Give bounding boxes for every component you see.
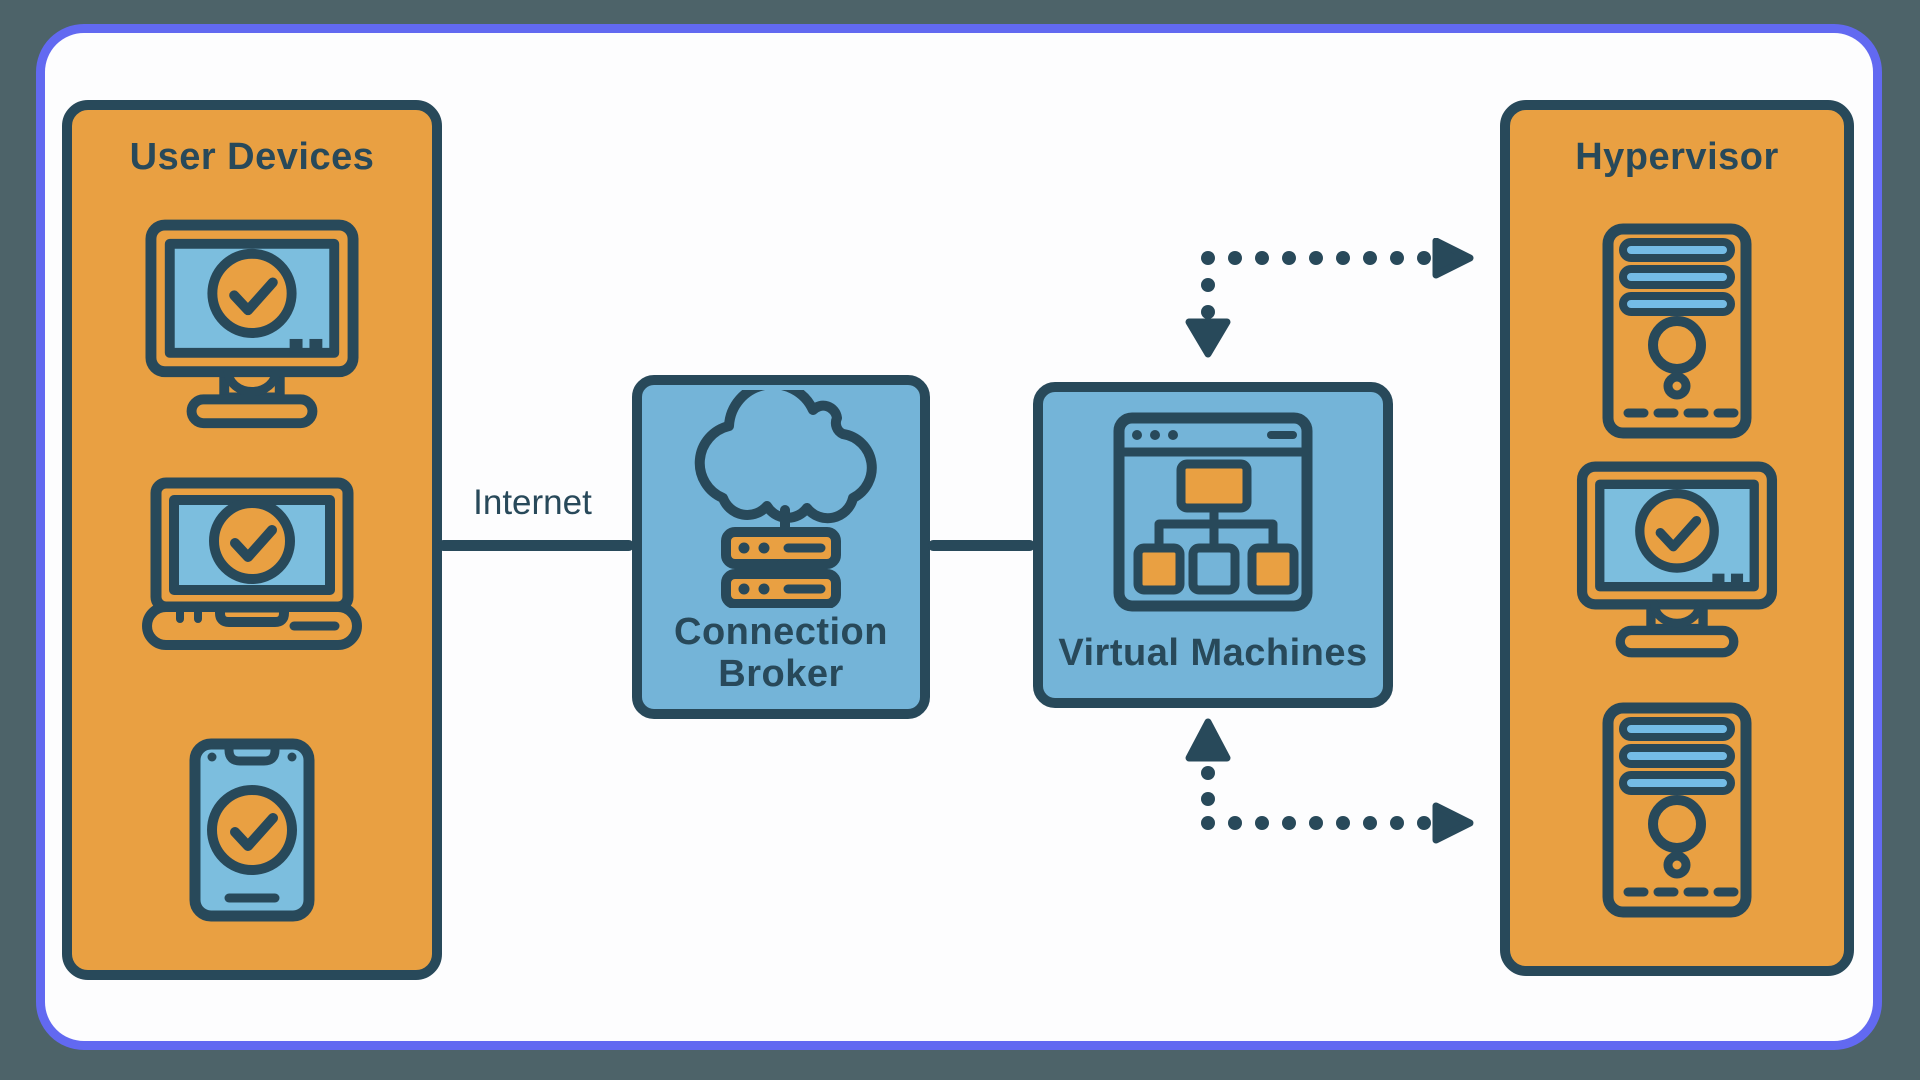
hypervisor-title: Hypervisor <box>1575 136 1779 178</box>
dotted-arrow-hypervisor-to-vm <box>1185 238 1474 358</box>
connection-broker-label-line2: Broker <box>718 653 844 695</box>
internet-label: Internet <box>473 483 592 522</box>
vm-window-icon <box>1113 412 1313 612</box>
desktop-monitor-icon <box>145 218 359 450</box>
hypervisor-panel: Hypervisor <box>1500 100 1854 976</box>
edge-userdevices-broker <box>438 540 634 551</box>
server-tower-icon-bottom <box>1602 702 1752 918</box>
connection-broker-label: Connection Broker <box>642 611 920 695</box>
desktop-monitor-icon-hypervisor <box>1577 460 1778 678</box>
user-devices-panel: User Devices <box>62 100 442 980</box>
edge-broker-vms <box>928 540 1035 551</box>
smartphone-icon <box>189 738 315 922</box>
cloud-servers-icon <box>671 390 891 608</box>
virtual-machines-label: Virtual Machines <box>1058 632 1368 674</box>
laptop-icon <box>142 477 362 663</box>
user-devices-title: User Devices <box>129 136 375 178</box>
connection-broker-node: Connection Broker <box>632 375 930 719</box>
connection-broker-label-line1: Connection <box>674 611 888 653</box>
server-tower-icon-top <box>1602 223 1752 439</box>
virtual-machines-node: Virtual Machines <box>1033 382 1393 708</box>
dotted-arrow-vm-to-hypervisor <box>1185 718 1474 844</box>
